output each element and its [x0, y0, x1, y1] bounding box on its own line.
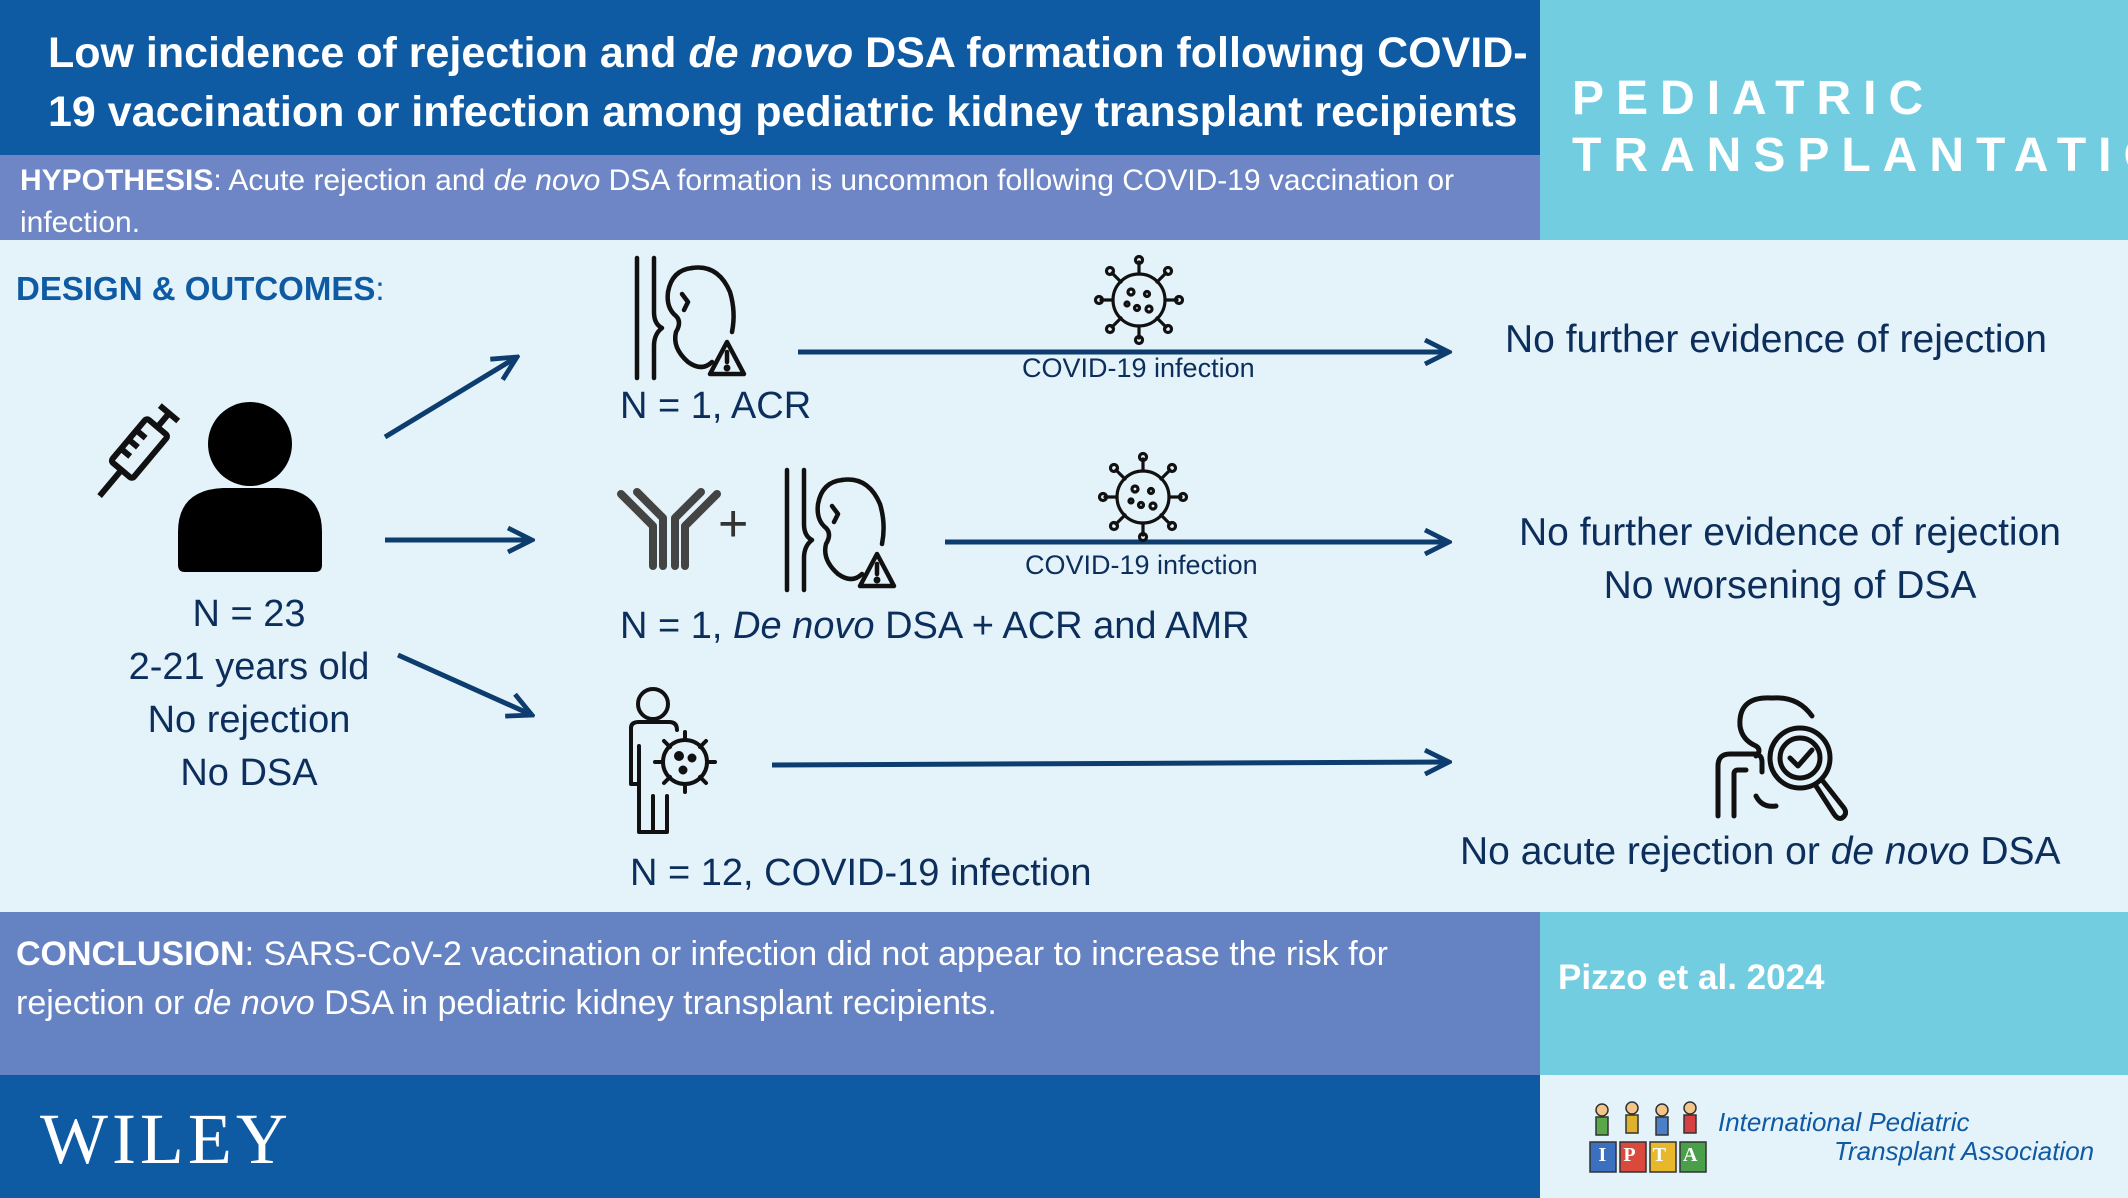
journal-box	[1540, 0, 2128, 240]
branch-arrow-1	[383, 357, 517, 440]
ipta-logo-letter: A	[1683, 1144, 1698, 1166]
ipta-logo-letter: P	[1623, 1144, 1636, 1166]
kidney-warning-icon-2	[784, 467, 897, 593]
ipta-box	[1540, 1075, 2128, 1198]
conclusion-bar	[0, 912, 1540, 1075]
conclusion-text: CONCLUSION: SARS-CoV-2 vaccination or in…	[16, 935, 1388, 1022]
infographic-title: Low incidence of rejection and de novo D…	[48, 29, 1528, 136]
ipta-logo-letter: T	[1652, 1144, 1666, 1166]
hypothesis-bar	[0, 155, 1540, 240]
branch-arrow-3	[396, 652, 532, 715]
outcome-3: No acute rejection or de novo DSA	[1460, 830, 2061, 873]
title-bar	[0, 0, 1540, 155]
person-icon	[178, 402, 322, 572]
publisher-logo: WILEY	[40, 1099, 292, 1179]
ipta-name: International Pediatric Transplant Assoc…	[1718, 1107, 2095, 1166]
citation: Pizzo et al. 2024	[1558, 958, 1825, 997]
plus-sign: +	[718, 495, 749, 553]
group-3-label: N = 12, COVID-19 infection	[630, 852, 1092, 894]
group-2-label: N = 1, De novo DSA + ACR and AMR	[620, 605, 1250, 647]
antibody-icon	[617, 488, 721, 570]
outcome-2: No further evidence of rejection No wors…	[1519, 511, 2061, 607]
infected-person-icon	[629, 687, 717, 834]
hypothesis-text: HYPOTHESIS: Acute rejection and de novo …	[20, 164, 1455, 239]
design-label: DESIGN & OUTCOMES:	[16, 270, 385, 307]
virus-icon	[1093, 254, 1185, 346]
ipta-logo-icon	[1589, 1101, 1707, 1173]
event-2-label: COVID-19 infection	[1025, 550, 1258, 580]
event-1-label: COVID-19 infection	[1022, 353, 1255, 383]
citation-box	[1540, 912, 2128, 1075]
kidney-warning-icon	[634, 255, 747, 381]
cohort-text: N = 23 2-21 years old No rejection No DS…	[128, 593, 370, 794]
syringe-icon	[97, 403, 181, 498]
group-1-label: N = 1, ACR	[620, 385, 812, 427]
timeline-arrow-3	[771, 762, 1449, 765]
journal-name: PEDIATRICTRANSPLANTATION	[1572, 72, 2128, 182]
virus-icon-2	[1097, 451, 1189, 543]
kidney-search-icon	[1715, 695, 1849, 821]
outcome-1: No further evidence of rejection	[1505, 318, 2047, 361]
footer-bar	[0, 1075, 1540, 1198]
ipta-logo-letter: I	[1598, 1144, 1607, 1166]
